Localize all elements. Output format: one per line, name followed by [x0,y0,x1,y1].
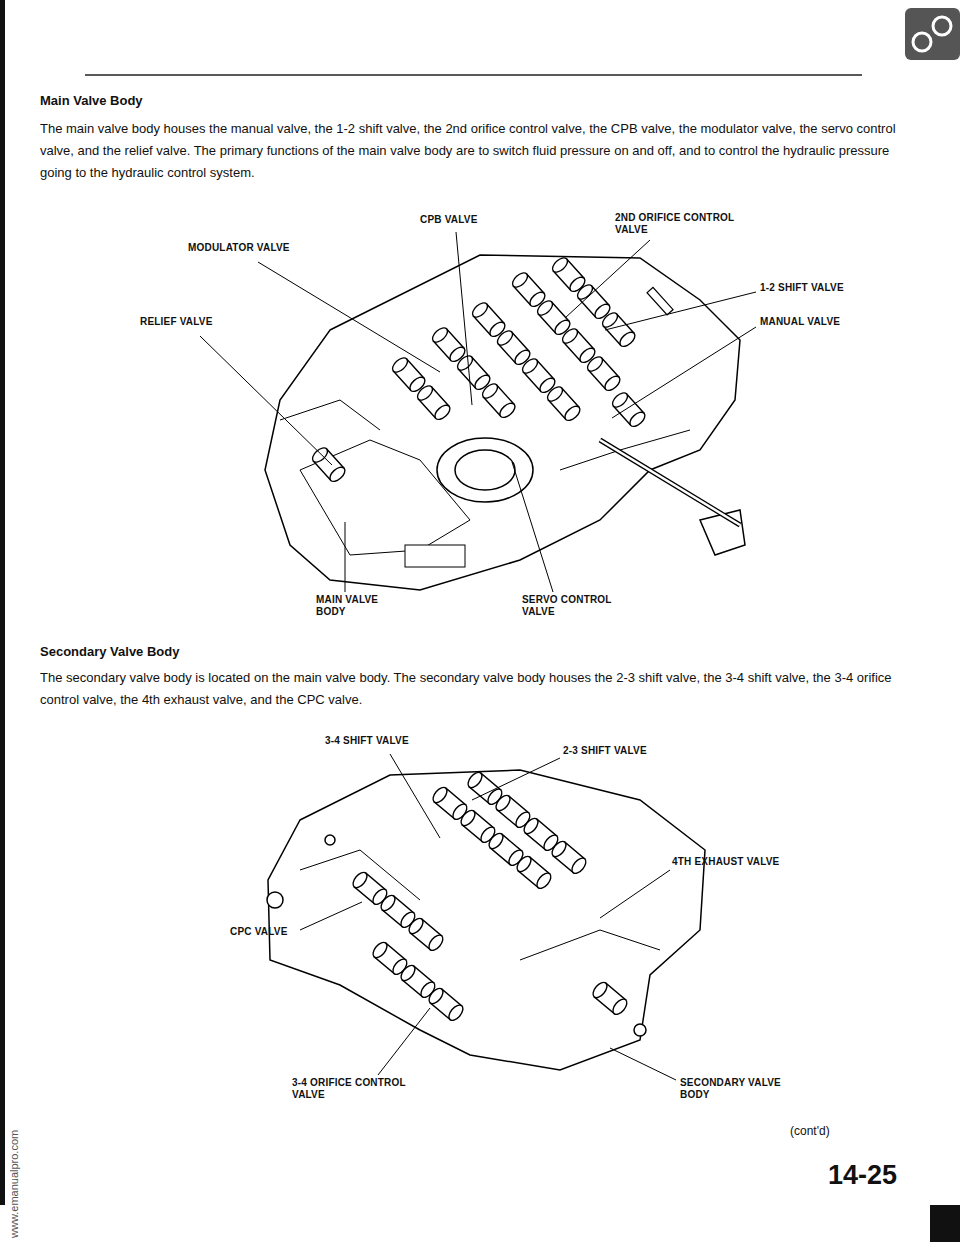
secondary-leader-lines [300,754,676,1080]
page-number: 14-25 [828,1160,897,1191]
part-label: 2-3 SHIFT VALVE [563,745,647,757]
section-heading: Secondary Valve Body [40,645,179,660]
page-tab [930,1205,960,1242]
part-label: CPB VALVE [420,214,478,226]
part-label: 4TH EXHAUST VALVE [672,856,780,868]
section-icon [905,8,960,60]
secondary-valve-body-drawing [267,770,705,1070]
body-paragraph: The secondary valve body is located on t… [40,667,920,711]
secondary-valve-spools [350,770,629,1023]
header-rule [85,74,862,76]
part-label: 3-4 SHIFT VALVE [325,735,409,747]
part-label: RELIEF VALVE [140,316,213,328]
part-label: MAIN VALVE BODY [316,594,396,617]
watermark: www.emanualpro.com [8,1130,21,1238]
part-label: MODULATOR VALVE [188,242,290,254]
part-label: CPC VALVE [230,926,288,938]
part-label: MANUAL VALVE [760,316,840,328]
main-leader-lines [200,232,756,592]
part-label: 2ND ORIFICE CONTROL VALVE [615,212,755,235]
page-edge-bar [0,0,5,1205]
part-label: SECONDARY VALVE BODY [680,1077,800,1100]
body-paragraph: The main valve body houses the manual va… [40,118,920,184]
section-heading: Main Valve Body [40,94,143,109]
main-valve-spools [310,255,673,484]
part-label: SERVO CONTROL VALVE [522,594,632,617]
part-label: 1-2 SHIFT VALVE [760,282,844,294]
part-label: 3-4 ORIFICE CONTROL VALVE [292,1077,412,1100]
continued-note: (cont'd) [790,1125,830,1139]
main-valve-body-drawing [265,255,745,590]
